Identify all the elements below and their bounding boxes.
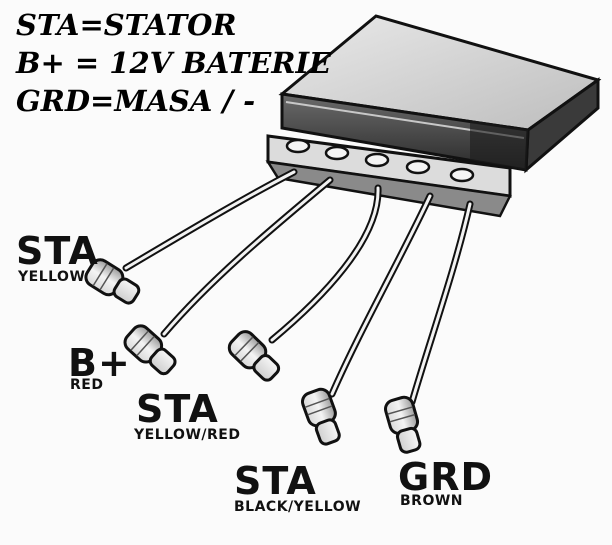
wire-2: [160, 176, 334, 338]
wire-1-name: STA: [16, 229, 99, 273]
wire-2-name: B+: [68, 341, 131, 385]
legend: STA=STATOR B+ = 12V BATERIE GRD=MASA / -: [16, 6, 331, 120]
legend-line-stator: STA=STATOR: [16, 8, 237, 42]
terminal-hole-5: [449, 167, 475, 183]
legend-line-battery: B+ = 12V BATERIE: [16, 46, 332, 80]
terminal-hole-2: [324, 145, 350, 161]
regulator-body: [278, 14, 602, 174]
plug-4: [300, 387, 341, 446]
terminal-hole-4: [405, 159, 431, 175]
plug-2: [123, 324, 177, 376]
wire-3-color: YELLOW/RED: [134, 427, 241, 443]
wire-1-color: YELLOW: [18, 269, 86, 285]
wire-3-name: STA: [136, 387, 219, 431]
connector-strip: [265, 134, 512, 218]
wire-3: [268, 184, 382, 344]
wire-5-name: GRD: [398, 455, 493, 499]
legend-line-ground: GRD=MASA / -: [16, 84, 256, 118]
wire-5: [408, 200, 474, 406]
wire-4-name: STA: [234, 459, 317, 503]
wire-4: [328, 192, 434, 398]
terminal-hole-1: [285, 138, 311, 154]
plug-3: [227, 330, 281, 382]
plug-5: [384, 395, 422, 454]
wire-2-color: RED: [70, 377, 104, 393]
plug-1: [84, 258, 141, 305]
wire-5-color: BROWN: [400, 493, 464, 509]
wire-4-color: BLACK/YELLOW: [234, 499, 362, 515]
terminal-hole-3: [364, 152, 390, 168]
wire-1: [122, 168, 298, 272]
